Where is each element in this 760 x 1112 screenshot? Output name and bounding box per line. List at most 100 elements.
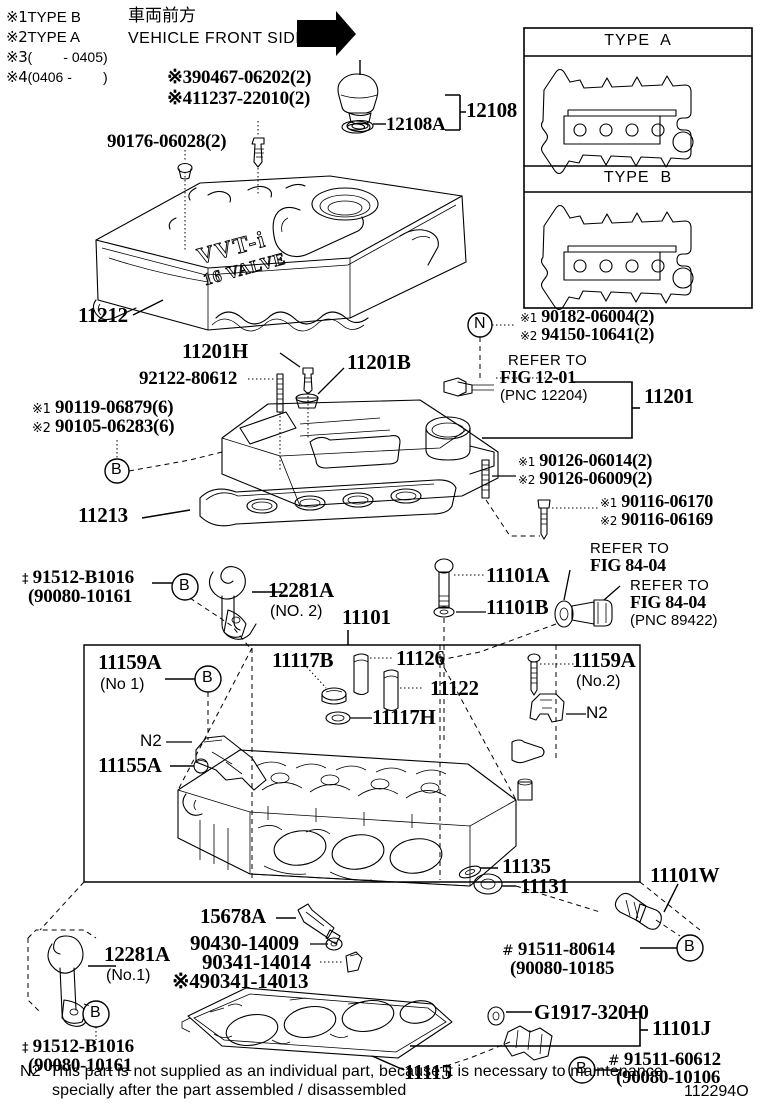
label-92122: 92122-80612 — [139, 368, 238, 389]
engine-hanger-no2-figure — [208, 566, 257, 640]
label-90116a: 90116-06170 — [621, 491, 713, 511]
screw-390467 — [251, 137, 265, 168]
label-90430: 90430-14009 — [190, 931, 299, 955]
dash-11101j — [439, 1041, 511, 1069]
label-11135: 11135 — [502, 854, 551, 878]
grommet-11201b — [295, 393, 319, 409]
legend-row-1: ※1TYPE B — [6, 8, 81, 26]
legend-mark-3: ※3 — [6, 48, 28, 66]
label-94150: 94150-10641(2) — [541, 324, 655, 344]
circle-n-text: N — [474, 315, 486, 332]
circle-b-text-5: B — [90, 1004, 101, 1021]
washer-11101b — [433, 606, 455, 618]
label-refer-1201-l3: (PNC 12204) — [500, 387, 588, 404]
label-11101: 11101 — [342, 605, 391, 629]
label-11201b: 11201B — [347, 350, 411, 374]
legend-mark-1: ※1 — [6, 8, 28, 26]
plug-g1917 — [487, 1006, 505, 1026]
label-90126a-mark: ※1 — [518, 455, 536, 469]
label-11122: 11122 — [430, 676, 479, 700]
sym-hash-1: ‡ — [22, 572, 29, 587]
legend-row-2: ※2TYPE A — [6, 28, 81, 46]
dash-group-right-down — [639, 881, 701, 931]
cylinder-head-cover-figure — [199, 377, 499, 527]
dash-11101w — [655, 919, 681, 937]
footer-note-line-1: N2 This part is not supplied as an indiv… — [20, 1063, 663, 1080]
legend-row-4: ※4(0406 - ) — [6, 69, 108, 86]
seal-11117h — [325, 711, 351, 725]
label-91511-80614-row: # 91511-80614 — [502, 940, 615, 959]
leader-11201b — [317, 367, 345, 395]
label-n2-right: N2 — [586, 703, 608, 722]
label-12281a-1: 12281A — [104, 942, 170, 966]
leader-11212 — [132, 299, 164, 316]
label-90116a-mark: ※1 — [600, 496, 618, 510]
label-90341: 90341-14014 — [202, 950, 311, 974]
label-411237: ※411237-22010(2) — [167, 88, 311, 109]
label-94150-mark: ※2 — [520, 329, 538, 343]
circle-b-text-4: B — [684, 938, 695, 955]
label-11159a-2: 11159A — [572, 648, 636, 672]
label-90176: 90176-06028(2) — [107, 131, 227, 152]
label-refer-8404b-l3: (PNC 89422) — [630, 612, 718, 629]
label-91512-bot-row: ‡ 91512-B1016 — [22, 1037, 134, 1056]
label-11155a: 11155A — [98, 753, 162, 777]
vehicle-front-jp: 車両前方 — [128, 6, 196, 26]
leader-84-04-a — [563, 569, 571, 601]
label-refer-1201-l2: FIG 12-01 — [500, 367, 576, 387]
label-90126a: 90126-06014(2) — [539, 450, 653, 470]
label-90126a-row: ※1 90126-06014(2) — [518, 451, 652, 469]
dash-hanger-bound-left — [27, 938, 41, 1013]
label-11101w: 11101W — [650, 863, 720, 887]
dash-circleb5 — [83, 1003, 91, 1007]
label-90182: 90182-06004(2) — [541, 306, 655, 326]
lifter-11122 — [383, 669, 399, 712]
legend-mark-2: ※2 — [6, 28, 28, 46]
label-90105-row: ※2 90105-06283(6) — [32, 417, 175, 436]
leader-11117b — [303, 663, 327, 689]
label-90080-10185: (90080-10185 — [510, 958, 615, 979]
lifter-11126 — [353, 653, 369, 696]
label-90126b-mark: ※2 — [518, 473, 536, 487]
label-refer-1201-l1: REFER TO — [508, 352, 588, 369]
sensor-11101j — [503, 1025, 553, 1061]
dash-circleb1-to-cover — [128, 451, 223, 472]
label-90116b: 90116-06169 — [621, 509, 713, 529]
label-90116b-mark: ※2 — [600, 514, 618, 528]
label-91512-bot: 91512-B1016 — [32, 1036, 135, 1057]
leader-11115 — [371, 1055, 405, 1071]
circle-b-text-3: B — [202, 669, 213, 686]
label-11159a-1: 11159A — [98, 650, 162, 674]
stud-90126 — [481, 459, 490, 499]
label-11101b: 11101B — [486, 595, 549, 619]
label-91511-80614: 91511-80614 — [517, 939, 615, 960]
vehicle-front-en: VEHICLE FRONT SIDE — [128, 30, 307, 47]
sym-pound-2: # — [608, 1053, 620, 1069]
label-90119-mark: ※1 — [32, 402, 51, 417]
label-90126b-row: ※2 90126-06009(2) — [518, 469, 652, 487]
dash-hanger-bound-top — [27, 929, 97, 939]
shim-11117b — [321, 687, 347, 705]
legend-text-2: TYPE A — [27, 29, 81, 46]
label-refer-8404b-l1: REFER TO — [630, 577, 710, 594]
label-refer-8404a-l1: REFER TO — [590, 540, 670, 557]
label-12108a: 12108A — [386, 114, 446, 135]
label-n2-left: N2 — [140, 731, 162, 750]
leader-11213 — [141, 509, 191, 519]
label-490341: ※490341-14013 — [172, 969, 309, 993]
inset-type-a-title: TYPE A — [604, 32, 672, 49]
dash-circleb2 — [189, 597, 251, 649]
bolt-90116 — [537, 499, 551, 540]
label-refer-8404b-l2: FIG 84-04 — [630, 592, 706, 612]
label-11159a-1-sub: (No 1) — [100, 676, 145, 693]
label-11201h: 11201H — [182, 339, 248, 363]
dash-head-to-11101w — [515, 885, 601, 913]
bearing-cap-n2-right — [529, 693, 565, 723]
label-11117b: 11117B — [272, 648, 334, 672]
legend-text-1: TYPE B — [27, 9, 81, 26]
bracket-12108 — [445, 94, 466, 131]
label-11131: 11131 — [520, 874, 569, 898]
label-90126b: 90126-06009(2) — [539, 468, 653, 488]
label-12108: 12108 — [466, 98, 518, 122]
